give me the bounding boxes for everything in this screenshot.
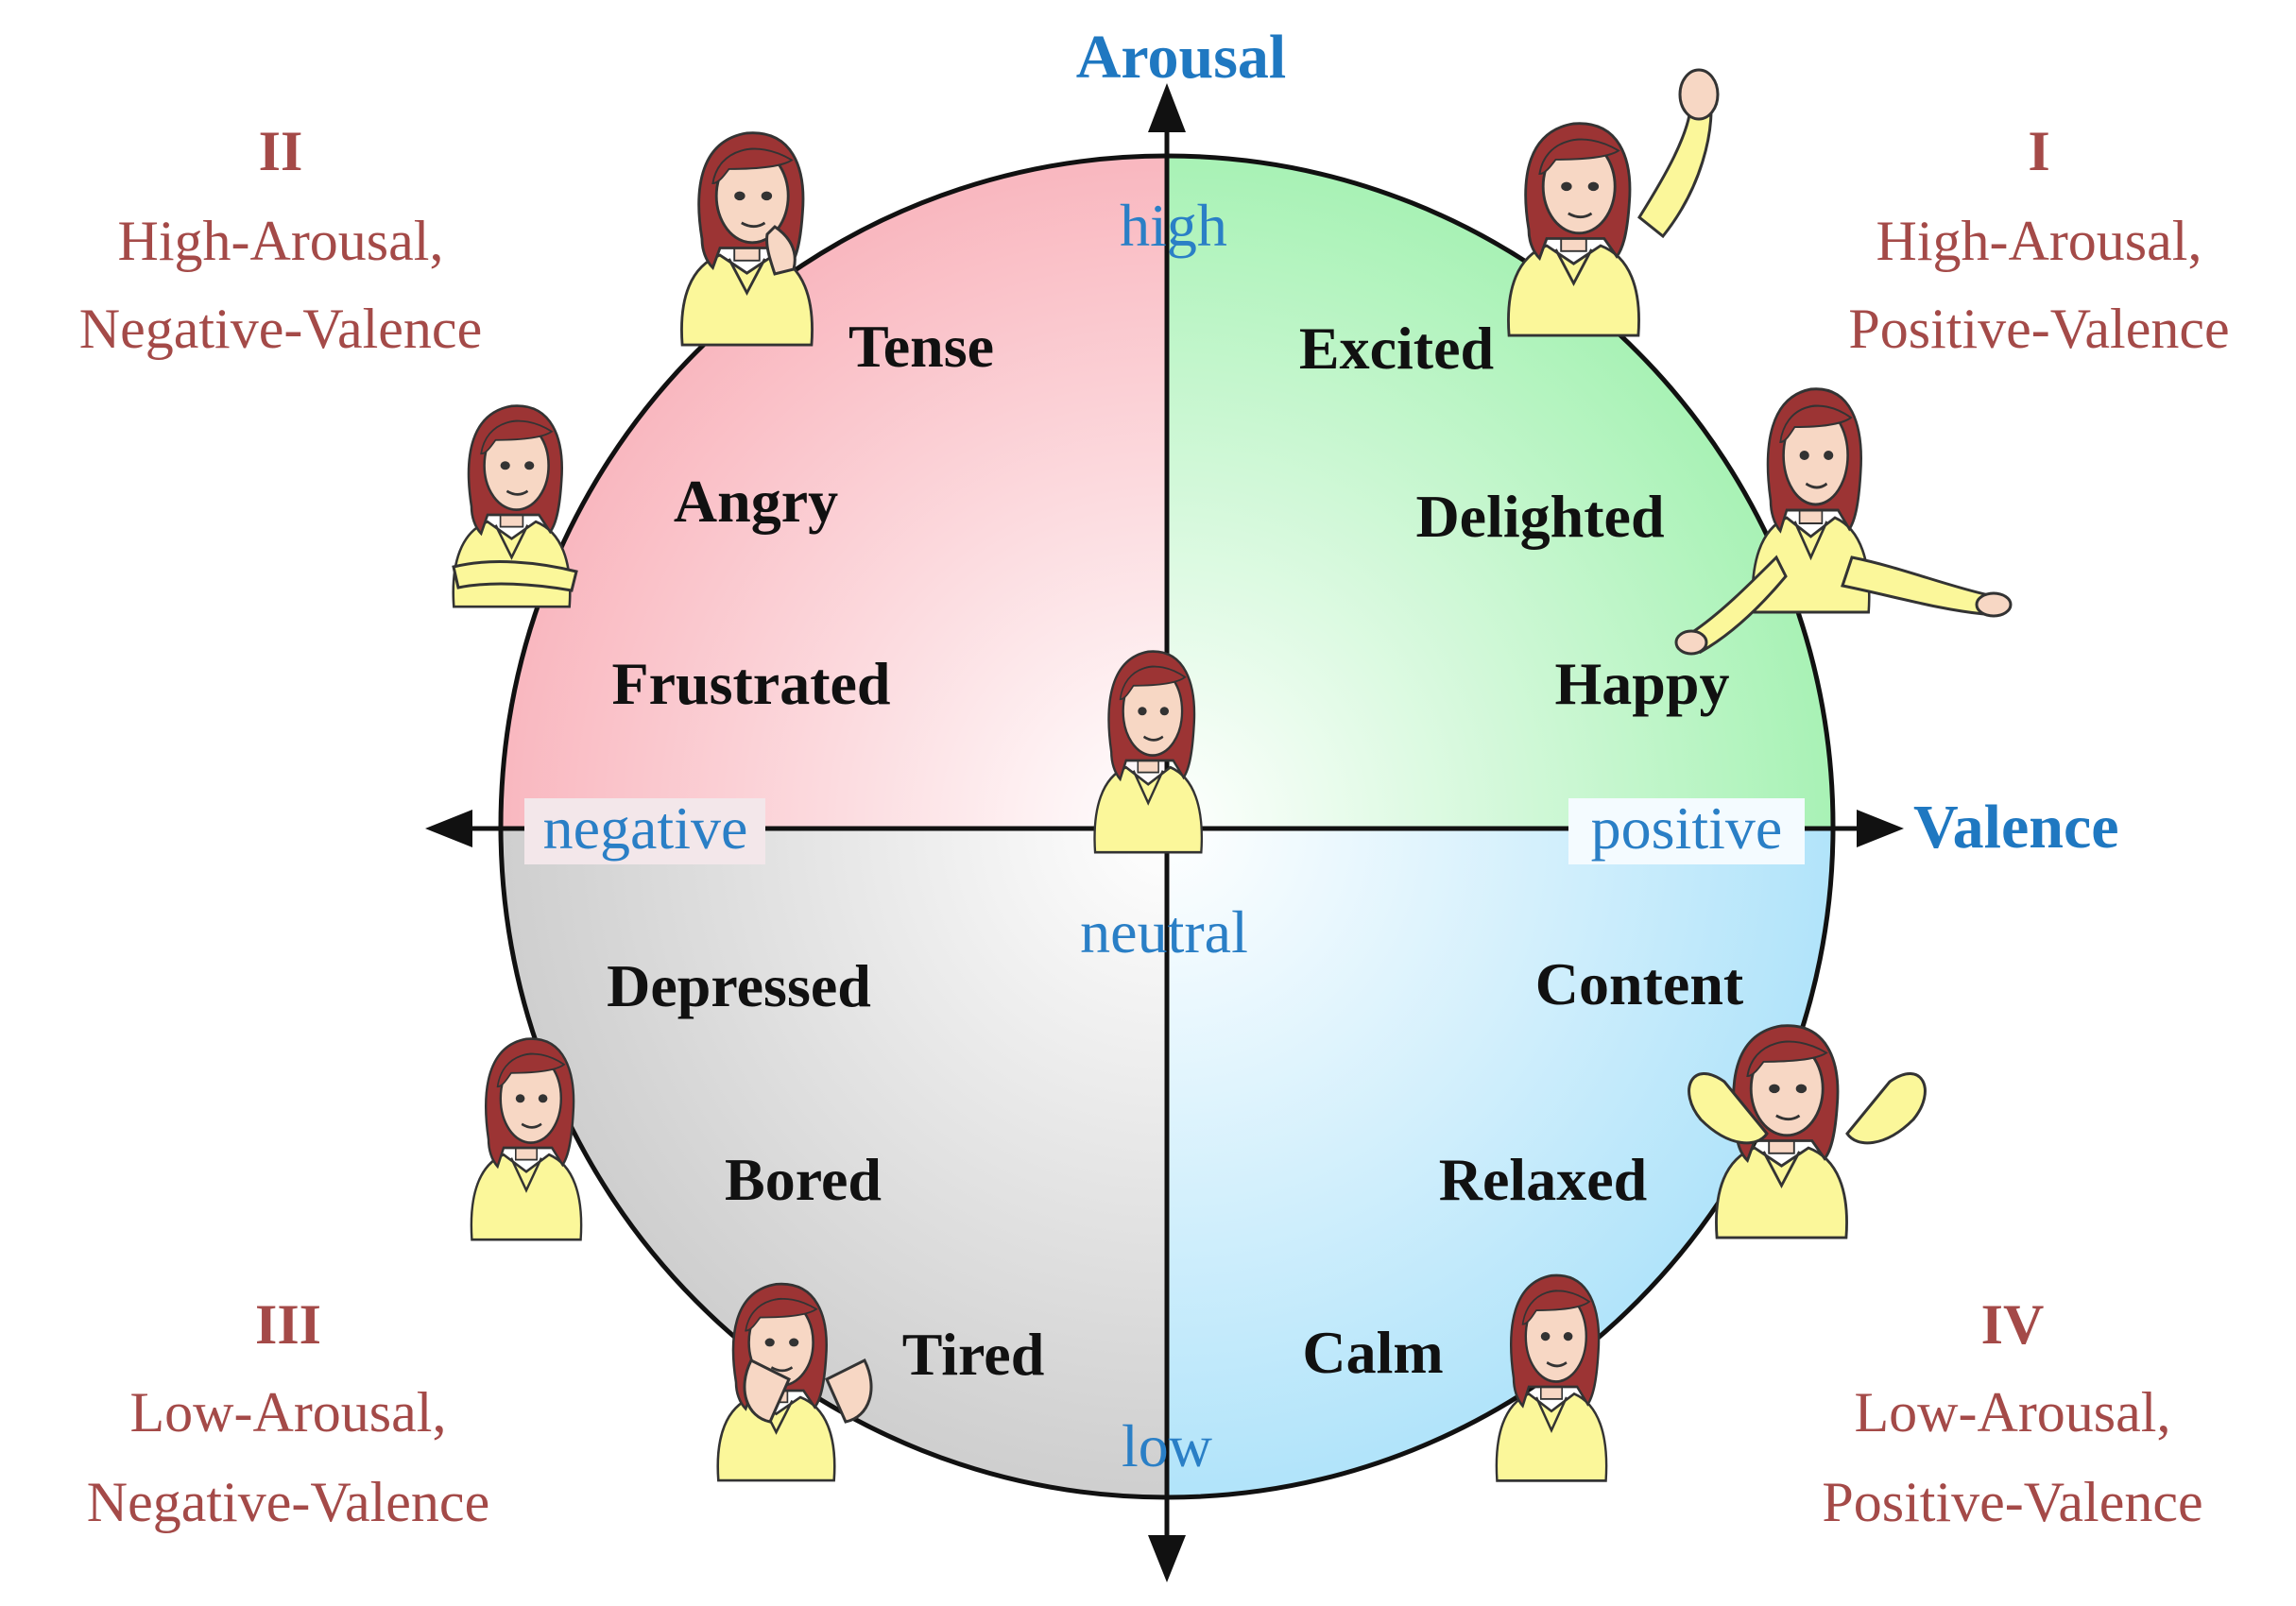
emotion-relaxed: Relaxed: [1439, 1146, 1647, 1213]
tense-hand-icon: [765, 225, 797, 276]
emotion-angry: Angry: [674, 468, 838, 535]
quadrant-4-numeral: IV: [1981, 1293, 2045, 1356]
tired-hands-icon: [743, 1358, 873, 1424]
quadrant-1-line2: Positive-Valence: [1848, 298, 2229, 360]
arousal-axis-title: Arousal: [1076, 23, 1287, 92]
emotion-tired: Tired: [902, 1321, 1045, 1388]
quadrant-1-line1: High-Arousal,: [1876, 210, 2202, 272]
left-arrow-icon: [425, 810, 472, 847]
quadrant-2-line2: Negative-Valence: [79, 298, 482, 360]
relaxed-arms-icon: [1688, 1072, 1927, 1145]
valence-axis-title: Valence: [1913, 793, 2119, 862]
axis-label-high: high: [1120, 192, 1227, 259]
quadrant-2-numeral: II: [259, 120, 303, 182]
emotion-excited: Excited: [1299, 315, 1494, 382]
woman-figure-excited-icon: [1507, 122, 1640, 337]
axis-label-negative: negative: [543, 794, 748, 862]
emotion-delighted: Delighted: [1415, 483, 1664, 550]
emotion-bored: Bored: [725, 1146, 882, 1213]
quadrant-4-area: [1167, 827, 1833, 1497]
quadrant-3-line2: Negative-Valence: [87, 1471, 489, 1533]
quadrant-3-line1: Low-Arousal,: [130, 1381, 447, 1444]
quadrant-3-area: [501, 827, 1167, 1497]
emotion-content: Content: [1535, 950, 1744, 1017]
waving-hand-icon: [1678, 68, 1720, 121]
happy-left-hand-icon: [1674, 629, 1708, 656]
up-arrow-icon: [1148, 83, 1186, 132]
axis-label-positive: positive: [1591, 794, 1783, 862]
quadrant-1-numeral: I: [2028, 120, 2049, 182]
quadrant-2-area: [501, 156, 1167, 827]
emotion-tense: Tense: [848, 313, 994, 380]
axis-label-neutral: neutral: [1080, 898, 1248, 965]
quadrant-4-line2: Positive-Valence: [1822, 1471, 2202, 1533]
emotion-depressed: Depressed: [607, 952, 871, 1019]
axis-label-low: low: [1122, 1412, 1212, 1479]
quadrant-3-numeral: III: [255, 1293, 321, 1356]
quadrant-2-line1: High-Arousal,: [118, 210, 444, 272]
happy-hand-icon: [1975, 591, 2013, 618]
right-arrow-icon: [1857, 810, 1904, 847]
woman-figure-tense-icon: [680, 131, 814, 347]
emotion-frustrated: Frustrated: [611, 650, 890, 717]
quadrant-4-line1: Low-Arousal,: [1855, 1381, 2171, 1444]
quadrant-1-area: [1167, 156, 1833, 827]
down-arrow-icon: [1148, 1535, 1186, 1582]
emotion-calm: Calm: [1302, 1319, 1443, 1386]
emotion-happy: Happy: [1555, 650, 1730, 717]
woman-figure-depressed-icon: [470, 1037, 583, 1241]
angry-crossed-arms-icon: [452, 560, 578, 592]
